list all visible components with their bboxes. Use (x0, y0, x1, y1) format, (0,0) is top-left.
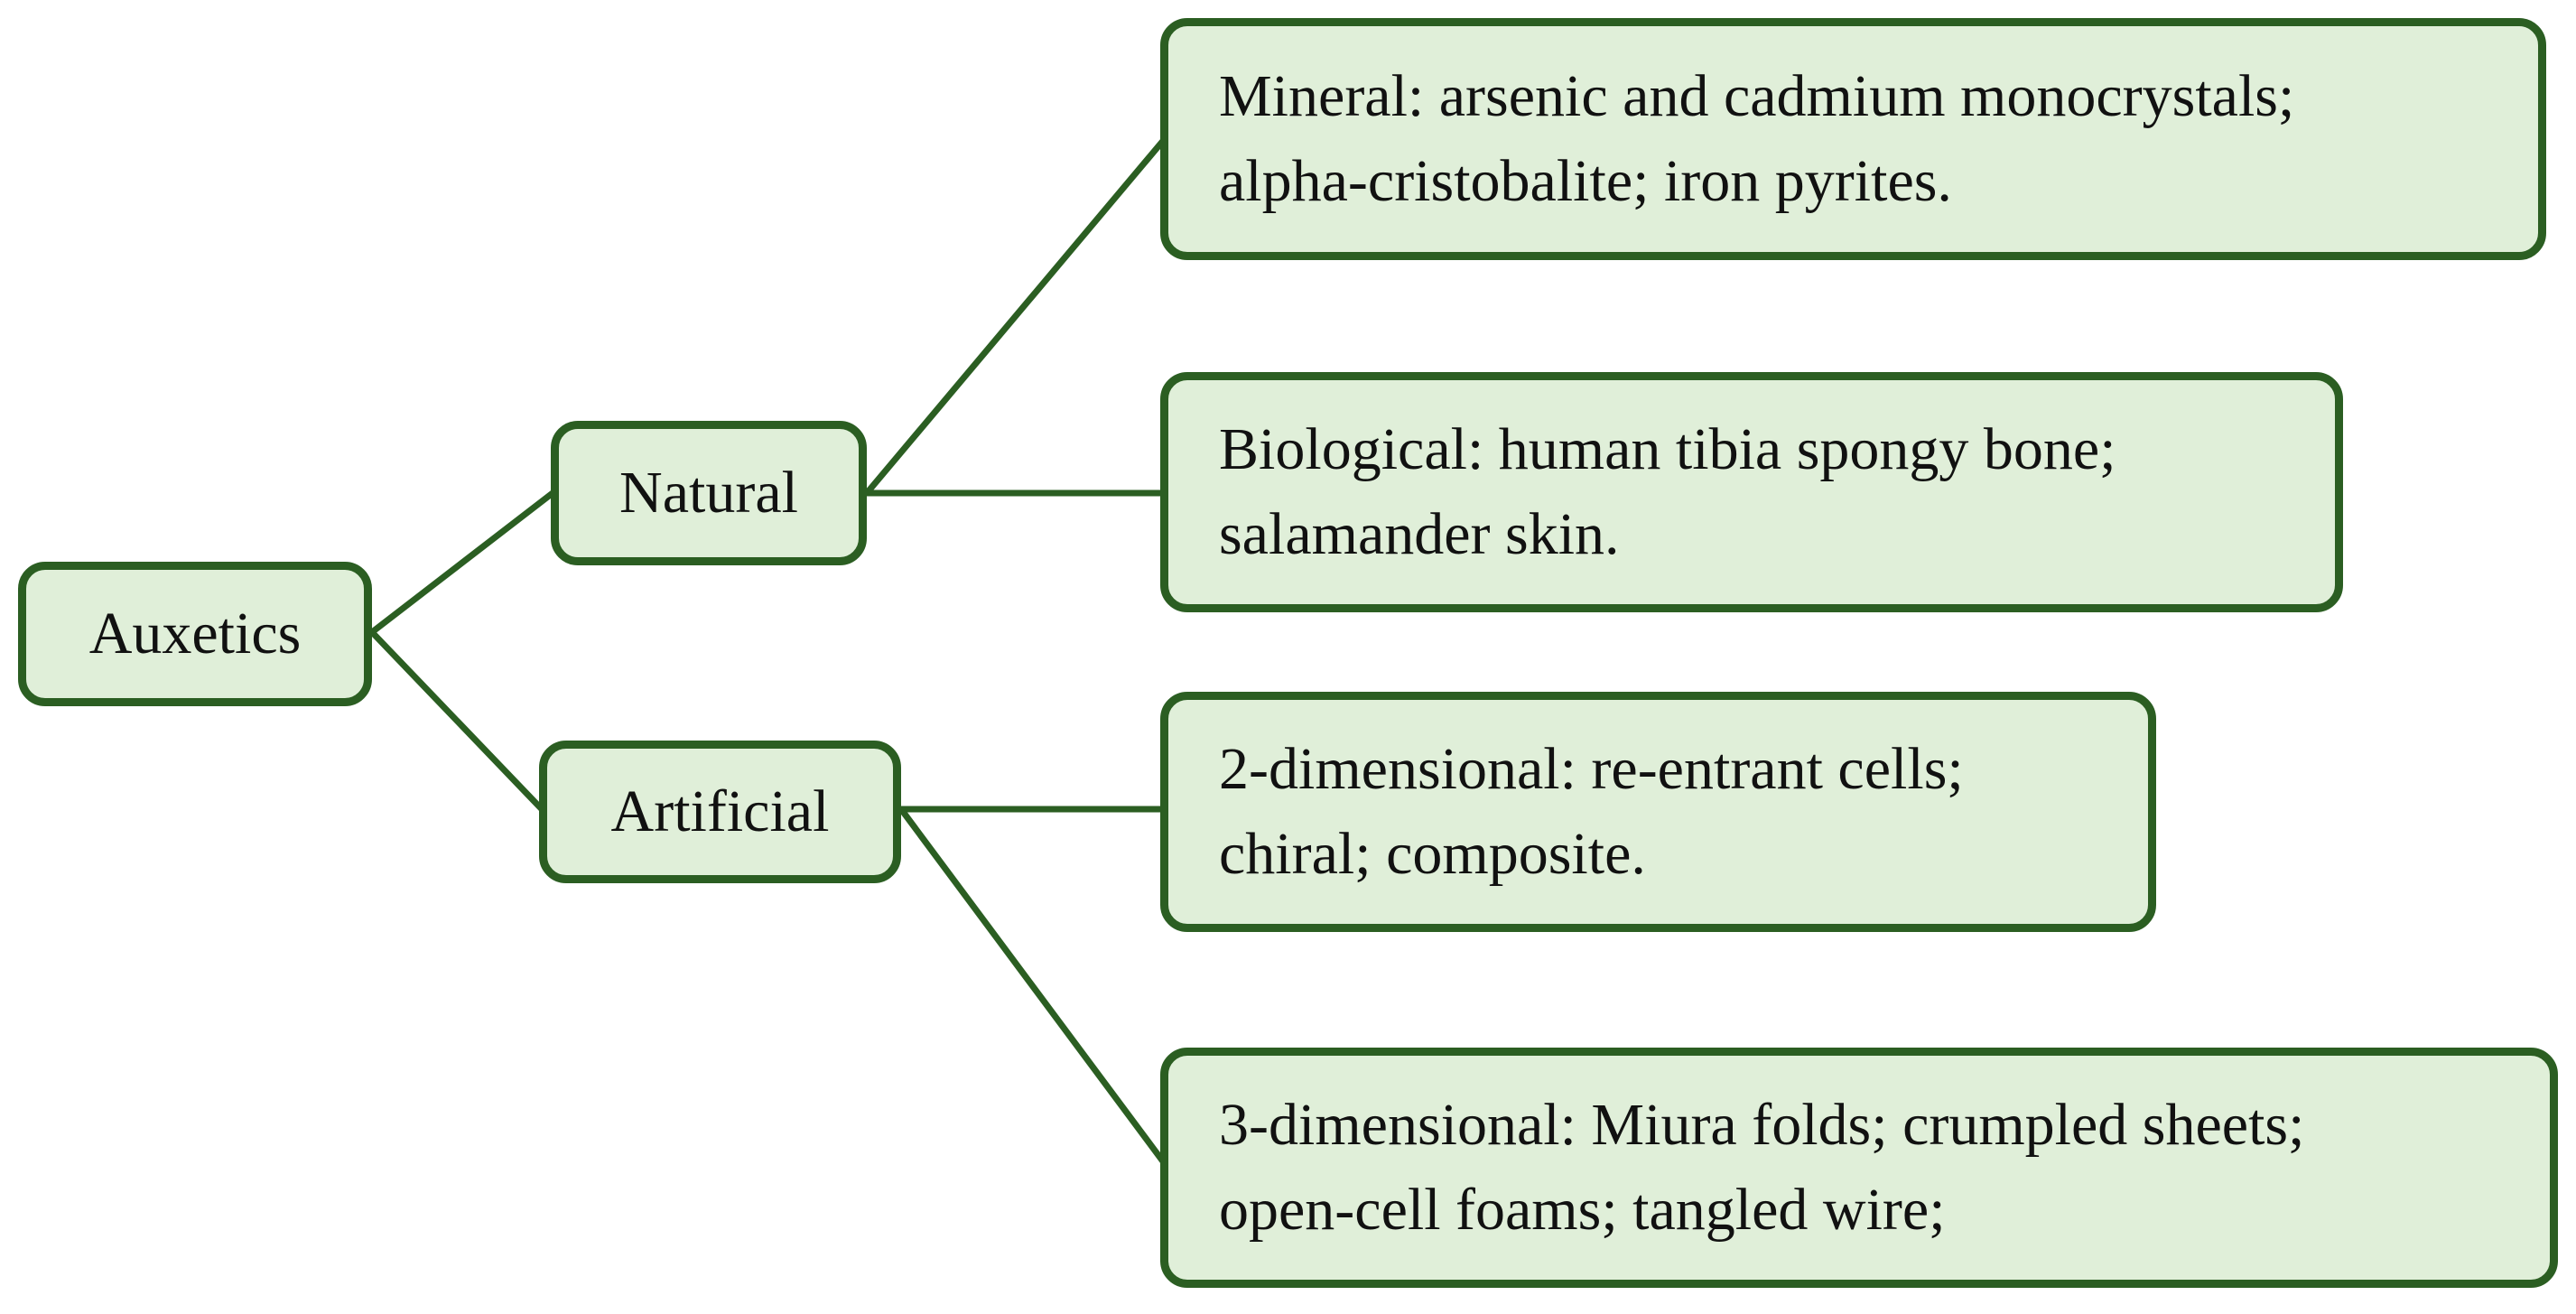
leaf-line: 3-dimensional: Miura folds; crumpled she… (1219, 1092, 2305, 1158)
leaf-node-text: Biological: human tibia spongy bone; sal… (1219, 407, 2116, 577)
branch-node-label: Natural (619, 460, 798, 526)
branch-node-natural: Natural (551, 421, 867, 565)
leaf-line: alpha-cristobalite; iron pyrites. (1219, 148, 1952, 214)
leaf-line: open-cell foams; tangled wire; (1219, 1177, 1946, 1243)
root-node-auxetics: Auxetics (18, 562, 372, 706)
leaf-node-2-dimensional: 2-dimensional: re-entrant cells; chiral;… (1160, 692, 2156, 932)
root-node-label: Auxetics (88, 601, 302, 666)
connector-artificial-3d (897, 806, 1167, 1165)
connector-root-natural (368, 489, 556, 636)
leaf-line: chiral; composite. (1219, 821, 1646, 887)
connector-natural-mineral (863, 137, 1167, 497)
leaf-node-3-dimensional: 3-dimensional: Miura folds; crumpled she… (1160, 1048, 2558, 1288)
branch-node-label: Artificial (610, 778, 830, 844)
connector-root-artificial (368, 629, 545, 813)
leaf-node-text: 3-dimensional: Miura folds; crumpled she… (1219, 1083, 2304, 1253)
leaf-line: Biological: human tibia spongy bone; (1219, 416, 2116, 482)
leaf-node-text: Mineral: arsenic and cadmium monocrystal… (1219, 54, 2294, 224)
leaf-line: salamander skin. (1219, 501, 1620, 567)
leaf-line: 2-dimensional: re-entrant cells; (1219, 736, 1964, 802)
leaf-node-biological: Biological: human tibia spongy bone; sal… (1160, 372, 2343, 612)
leaf-node-mineral: Mineral: arsenic and cadmium monocrystal… (1160, 18, 2546, 260)
leaf-line: Mineral: arsenic and cadmium monocrystal… (1219, 63, 2295, 129)
leaf-node-text: 2-dimensional: re-entrant cells; chiral;… (1219, 727, 1964, 897)
branch-node-artificial: Artificial (539, 741, 901, 883)
